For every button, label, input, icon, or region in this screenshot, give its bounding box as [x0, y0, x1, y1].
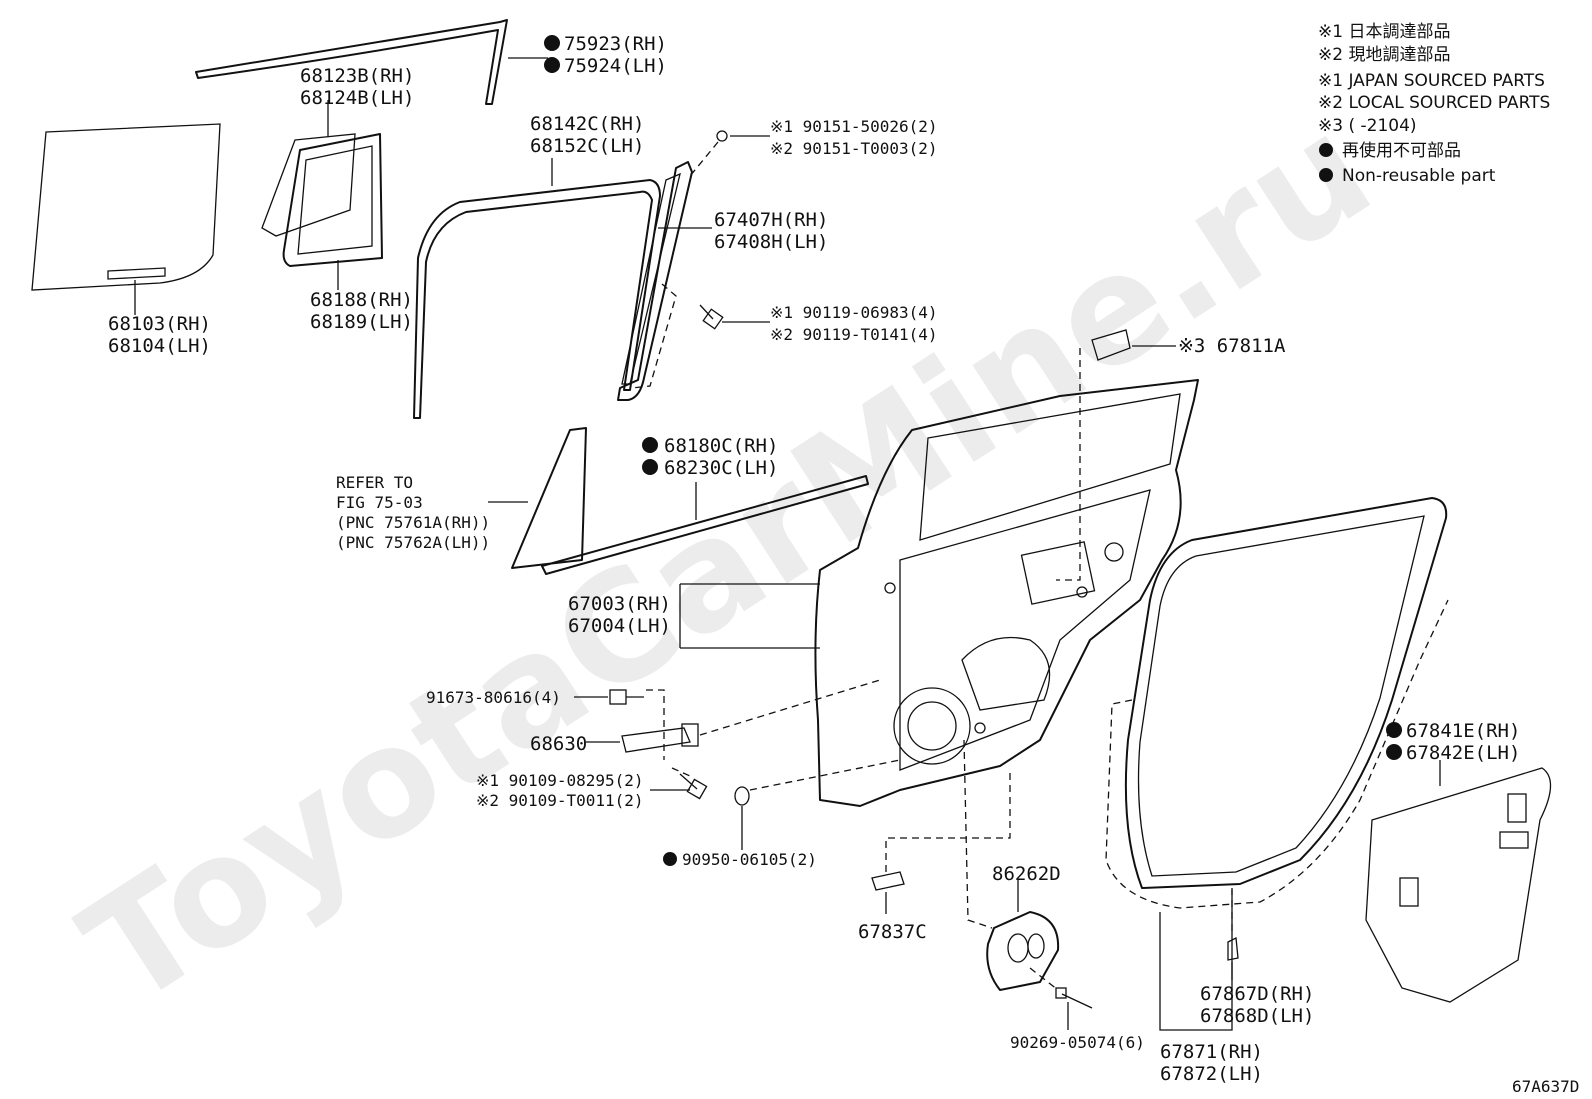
label-90151-local: ※2 90151-T0003(2): [770, 139, 938, 158]
part-68142C-run-channel: [413, 158, 661, 419]
legend: ※1 日本調達部品 ※2 現地調達部品 ※1 JAPAN SOURCED PAR…: [1318, 22, 1550, 186]
label-67842E: 67842E(LH): [1406, 742, 1520, 764]
label-67837C: 67837C: [858, 921, 927, 943]
label-68103: 68103(RH): [108, 313, 211, 335]
label-90109-jp: ※1 90109-08295(2): [476, 771, 644, 790]
label-68630: 68630: [530, 733, 587, 755]
label-90119-jp: ※1 90119-06983(4): [770, 303, 938, 322]
part-86262D-speaker: [963, 739, 1060, 991]
non-reusable-dot-icon: [544, 35, 560, 51]
label-67408H: 67408H(LH): [714, 231, 828, 253]
figure-code: 67A637D: [1512, 1077, 1579, 1096]
label-68188: 68188(RH): [310, 289, 413, 311]
part-68188-quarter-frame: [282, 133, 383, 290]
part-68630-check: [586, 679, 881, 753]
part-67811A-pad: [1056, 329, 1176, 581]
legend-local-en: ※2 LOCAL SOURCED PARTS: [1318, 93, 1550, 113]
part-68103-door-glass: [31, 123, 221, 315]
part-67407H-division-bar: [617, 161, 712, 401]
label-75923: 75923(RH): [564, 33, 667, 55]
label-67871: 67871(RH): [1160, 1041, 1263, 1063]
part-68180C-weatherstrip: [541, 475, 869, 575]
non-reusable-dot-icon: [663, 852, 677, 866]
non-reusable-bullet-icon: [1319, 168, 1333, 182]
non-reusable-dot-icon: [642, 459, 658, 475]
part-90950-plug: [734, 759, 901, 850]
label-68180C: 68180C(RH): [664, 435, 778, 457]
non-reusable-dot-icon: [1386, 744, 1402, 760]
part-90109-bolt: [650, 767, 708, 800]
label-75924: 75924(LH): [564, 55, 667, 77]
legend-local-jp: ※2 現地調達部品: [1318, 45, 1450, 65]
label-67867D: 67867D(RH): [1200, 983, 1314, 1005]
label-67872: 67872(LH): [1160, 1063, 1263, 1085]
label-68142C: 68142C(RH): [530, 113, 644, 135]
label-67841E: 67841E(RH): [1406, 720, 1520, 742]
legend-nonreusable-en: Non-reusable part: [1342, 166, 1496, 186]
label-67811A: ※3 67811A: [1178, 335, 1286, 357]
part-67841E-hole-cover: [1365, 760, 1552, 1003]
part-91673-bolt: [574, 689, 665, 760]
label-90119-local: ※2 90119-T0141(4): [770, 325, 938, 344]
legend-japan-jp: ※1 日本調達部品: [1318, 22, 1450, 42]
label-86262D: 86262D: [992, 863, 1061, 885]
label-68189: 68189(LH): [310, 311, 413, 333]
label-68104: 68104(LH): [108, 335, 211, 357]
legend-japan-en: ※1 JAPAN SOURCED PARTS: [1318, 71, 1545, 91]
part-90119-bolt: [631, 283, 770, 389]
part-67003-door-panel: [679, 379, 1199, 807]
legend-nonreusable-jp: 再使用不可部品: [1342, 140, 1461, 161]
label-90151-jp: ※1 90151-50026(2): [770, 117, 938, 136]
part-90151-screw: [689, 130, 770, 177]
label-91673: 91673-80616(4): [426, 688, 561, 707]
part-67867D-clip: [1227, 888, 1239, 980]
label-refer-pnc-lh: (PNC 75762A(LH)): [336, 533, 490, 552]
part-67837C-clip: [871, 770, 1011, 914]
label-90269: 90269-05074(6): [1010, 1033, 1145, 1052]
part-68123B-quarter-glass: [261, 100, 356, 237]
part-75761A-garnish: [488, 427, 587, 569]
label-refer-pnc-rh: (PNC 75761A(RH)): [336, 513, 490, 532]
non-reusable-dot-icon: [544, 57, 560, 73]
label-67003: 67003(RH): [568, 593, 671, 615]
label-refer-fig: FIG 75-03: [336, 493, 423, 512]
non-reusable-dot-icon: [1386, 722, 1402, 738]
part-75923-molding: [195, 19, 508, 105]
label-67868D: 67868D(LH): [1200, 1005, 1314, 1027]
label-67004: 67004(LH): [568, 615, 671, 637]
label-refer-to: REFER TO: [336, 473, 413, 492]
label-90109-local: ※2 90109-T0011(2): [476, 791, 644, 810]
label-67407H: 67407H(RH): [714, 209, 828, 231]
part-67871-door-weatherstrip: [1105, 497, 1449, 1031]
non-reusable-dot-icon: [642, 437, 658, 453]
non-reusable-bullet-icon: [1319, 143, 1333, 157]
callout-labels: 75923(RH) 75924(LH) 68123B(RH) 68124B(LH…: [108, 33, 1579, 1096]
label-68123B: 68123B(RH): [300, 65, 414, 87]
part-90269-screw: [1029, 967, 1093, 1030]
label-68124B: 68124B(LH): [300, 87, 414, 109]
label-68152C: 68152C(LH): [530, 135, 644, 157]
label-68230C: 68230C(LH): [664, 457, 778, 479]
label-90950: 90950-06105(2): [682, 850, 817, 869]
legend-range: ※3 ( -2104): [1318, 116, 1417, 136]
